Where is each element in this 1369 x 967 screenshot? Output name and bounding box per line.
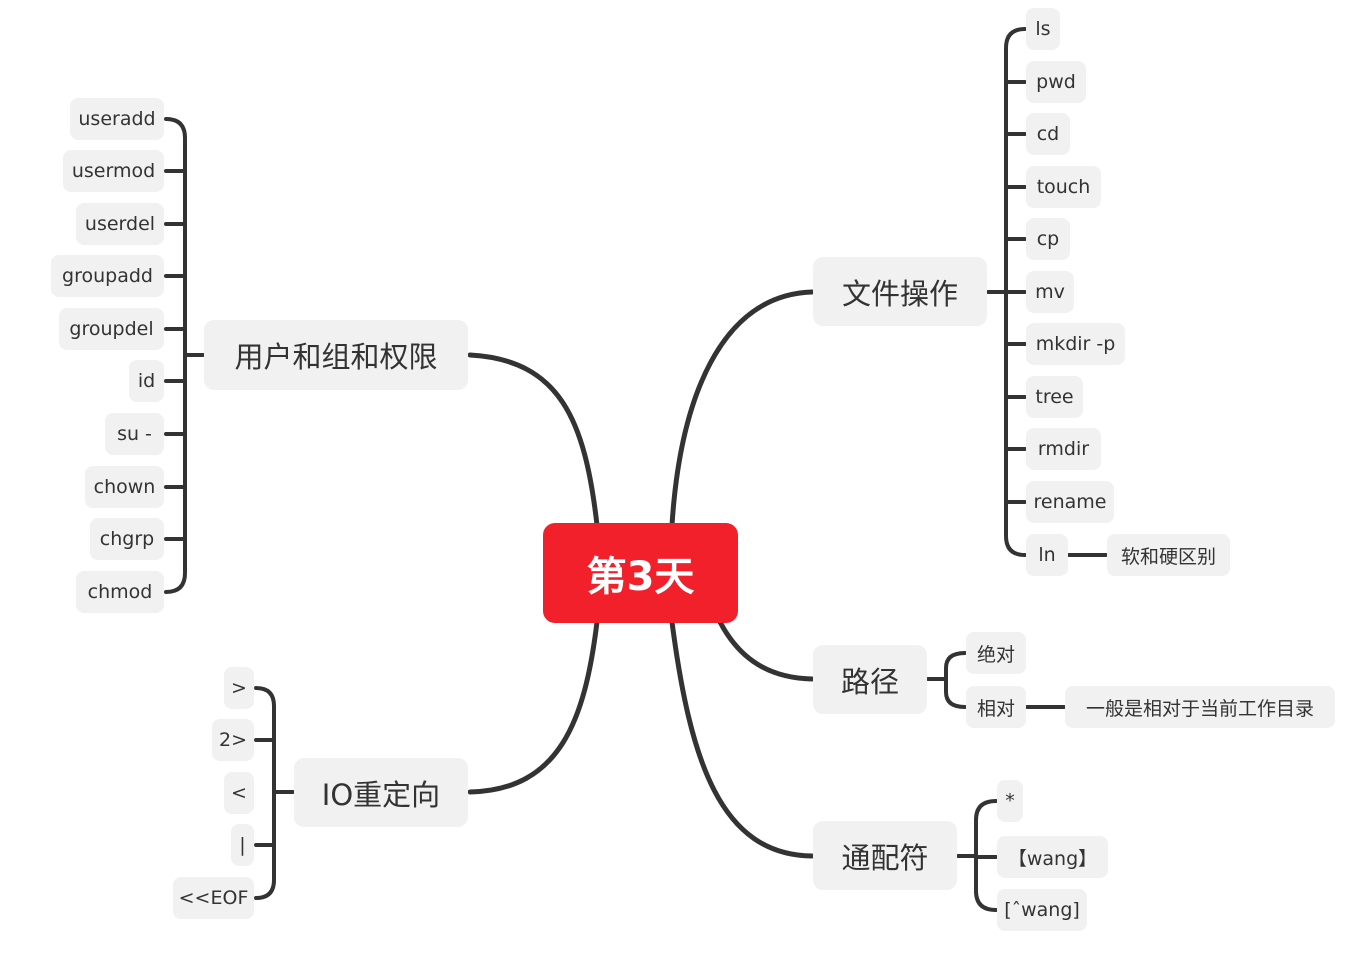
leaf-rename[interactable]: rename <box>1026 481 1114 523</box>
leaf-groupadd[interactable]: groupadd <box>51 255 164 297</box>
branch-wildcard[interactable]: 通配符 <box>813 821 957 890</box>
leaf-redirect-err[interactable]: 2> <box>212 719 254 761</box>
leaf-chgrp[interactable]: chgrp <box>90 518 164 560</box>
branch-io-redirection[interactable]: IO重定向 <box>294 758 468 827</box>
leaf-usermod[interactable]: usermod <box>63 150 164 192</box>
leaf-userdel[interactable]: userdel <box>76 203 164 245</box>
edge-root-io <box>467 619 600 795</box>
leaf-redirect-out[interactable]: > <box>224 667 254 709</box>
branch-user-groups-permissions[interactable]: 用户和组和权限 <box>204 320 468 390</box>
leaf-mkdir[interactable]: mkdir -p <box>1026 323 1125 365</box>
leaf-ln[interactable]: ln <box>1026 534 1068 576</box>
bracket-io-spine <box>254 686 276 900</box>
bracket-path-spine <box>944 651 967 709</box>
leaf-star[interactable]: * <box>997 780 1023 822</box>
leaf-pipe[interactable]: | <box>231 824 254 866</box>
leaf-not-wang[interactable]: [ˆwang] <box>997 889 1087 931</box>
leaf-ln-note[interactable]: 软和硬区别 <box>1107 534 1230 576</box>
leaf-useradd[interactable]: useradd <box>70 98 164 140</box>
leaf-id[interactable]: id <box>129 360 164 402</box>
edge-root-path <box>717 619 815 682</box>
leaf-groupdel[interactable]: groupdel <box>59 308 164 350</box>
leaf-rmdir[interactable]: rmdir <box>1026 428 1101 470</box>
leaf-redirect-in[interactable]: < <box>224 772 254 814</box>
leaf-tree[interactable]: tree <box>1026 376 1083 418</box>
root-node[interactable]: 第3天 <box>543 523 738 623</box>
edge-root-wildcard <box>669 619 815 859</box>
leaf-pwd[interactable]: pwd <box>1026 61 1086 103</box>
leaf-relative[interactable]: 相对 <box>966 686 1026 728</box>
leaf-cd[interactable]: cd <box>1026 113 1070 155</box>
edge-root-user <box>467 352 600 528</box>
branch-file-operations[interactable]: 文件操作 <box>813 257 987 326</box>
leaf-touch[interactable]: touch <box>1026 166 1101 208</box>
leaf-chmod[interactable]: chmod <box>76 571 164 613</box>
leaf-mv[interactable]: mv <box>1026 271 1074 313</box>
leaf-ls[interactable]: ls <box>1026 8 1060 50</box>
leaf-relative-note[interactable]: 一般是相对于当前工作目录 <box>1065 686 1335 728</box>
edge-root-file <box>669 289 815 528</box>
leaf-absolute[interactable]: 绝对 <box>966 632 1026 674</box>
bracket-user-spine <box>164 117 187 594</box>
leaf-heredoc[interactable]: <<EOF <box>173 877 254 919</box>
leaf-wang-bracket[interactable]: 【wang】 <box>997 836 1108 878</box>
leaf-cp[interactable]: cp <box>1026 218 1070 260</box>
leaf-chown[interactable]: chown <box>85 466 164 508</box>
leaf-su[interactable]: su - <box>105 413 164 455</box>
branch-path[interactable]: 路径 <box>813 645 927 714</box>
